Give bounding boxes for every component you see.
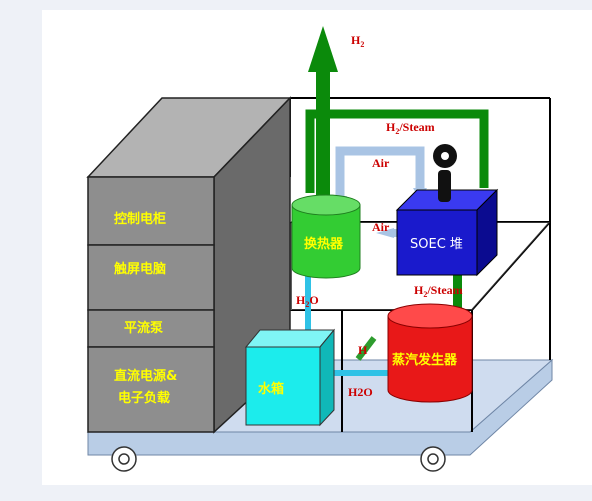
label-h2-center: H [358,343,368,357]
label-touch-screen: 触屏电脑 [113,261,166,277]
label-dc-power-1: 直流电源& [114,368,177,384]
knob-icon [433,144,457,202]
steam-generator [387,303,473,403]
pipe-h2-steam [305,109,489,193]
pipe-h2-out [308,26,338,210]
pipe-water [305,268,390,376]
label-h2-steam-right: H2/Steam [414,283,463,299]
heat-exchanger [291,194,361,279]
label-dc-power-2: 电子负载 [118,390,170,406]
label-water-tank: 水箱 [258,381,284,397]
label-h2o-left: H2O [296,293,319,309]
label-air-top: Air [372,156,390,170]
system-diagram: 控制电柜 触屏电脑 平流泵 直流电源& 电子负载 换热器 SOEC 堆 [86,26,554,472]
label-control-cabinet: 控制电柜 [114,211,166,227]
label-soec-stack: SOEC 堆 [410,237,463,252]
label-steam-generator: 蒸汽发生器 [392,352,458,368]
label-flow-pump: 平流泵 [124,320,163,336]
diagram-canvas: 控制电柜 触屏电脑 平流泵 直流电源& 电子负载 换热器 SOEC 堆 [42,10,592,485]
label-h2-out: H2 [351,33,364,49]
soec-stack [395,188,499,277]
wheel-right [420,446,446,472]
wheel-left [111,446,137,472]
water-tank [244,328,336,427]
label-h2-steam-top: H2/Steam [386,120,435,136]
label-heat-exchanger: 换热器 [304,236,344,252]
control-cabinet [86,96,292,434]
label-air-mid: Air [372,220,390,234]
pipe-h2-stub [355,336,377,361]
label-h2o-bottom: H2O [348,385,373,399]
